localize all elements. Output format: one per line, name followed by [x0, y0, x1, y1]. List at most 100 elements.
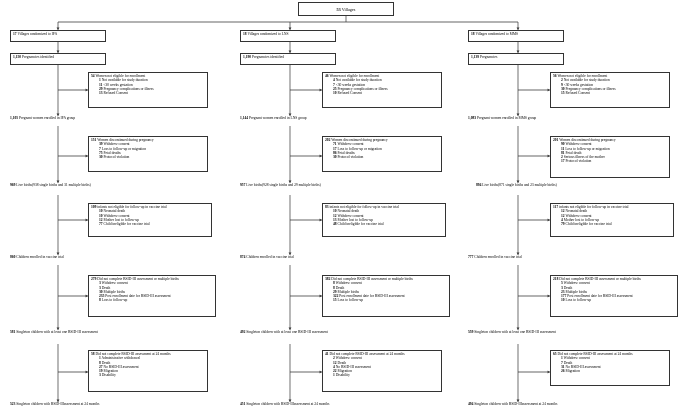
- lns-bsid2-box-item-label: Death: [337, 360, 347, 365]
- mms-bsid2-box-item-label: Death: [563, 360, 573, 365]
- ifa-enrolled-box-count: 1,105: [10, 116, 19, 120]
- lns-vaccine-box: 874 Children enrolled in vaccine trial: [240, 255, 360, 265]
- lns-ineligible-box-item-count: 48: [333, 222, 337, 227]
- lns-pregnancies-box: 1,190 Pregnancies identified: [240, 53, 336, 65]
- lns-ineligible-box-item-label: Neonatal death: [337, 209, 360, 214]
- ifa-final-box-label-cont: assessment at 24 months: [63, 402, 100, 406]
- lns-excluded-box-item-label: <30 weeks gestation: [335, 82, 366, 87]
- lns-ineligible-box-item-count: 13: [333, 217, 337, 222]
- lns-bsid2-box-item-label: Withdrew consent: [335, 356, 362, 361]
- lns-bsid1-box: 382 Did not complete BSID-III assessment…: [322, 275, 450, 317]
- mms-discontinued-box-item: 11 Loss to follow-up or migration: [553, 147, 667, 151]
- ifa-bsid1-box-count: 279: [91, 277, 97, 281]
- mms-pregnancies-box-count: 1,139: [471, 55, 480, 59]
- mms-births-box-detail: (871 single births and 23 multiple birth…: [497, 183, 557, 187]
- mms-excluded-box-label: Women not eligible for enrollment: [557, 74, 608, 78]
- ifa-discontinued-box-item-count: 39: [99, 142, 103, 147]
- lns-discontinued-box-item: 30 Protocol violation: [325, 155, 439, 159]
- lns-ineligible-box-item: 10 Neonatal death: [325, 209, 443, 213]
- ifa-discontinued-box-count: 151: [91, 138, 97, 142]
- ifa-discontinued-box-item-count: 75: [99, 150, 103, 155]
- lns-ineligible-box-item-label: Mother lost to follow-up: [337, 217, 373, 222]
- lns-singleton-box-label-cont: III assessment: [307, 330, 328, 334]
- mms-excluded-box-item-label: Pregnancy complications or illness: [565, 86, 616, 91]
- ifa-vaccine-box: 860 Children enrolled in vaccine trial: [10, 255, 130, 265]
- lns-bsid2-box-item: 2 Withdrew consent: [325, 356, 439, 360]
- lns-births-box-label: Live births: [246, 183, 262, 187]
- lns-bsid2-box-item-count: 12: [333, 360, 337, 365]
- top-villages-count: 53: [336, 7, 341, 12]
- mms-randomized-box-label: Villages randomized to MMS: [475, 32, 519, 36]
- lns-births-box: 957 Live births(928 single births and 29…: [240, 183, 370, 195]
- mms-bsid2-box-item-label: Withdrew consent: [563, 356, 590, 361]
- lns-discontinued-box-item: 17 Loss to follow-up or migration: [325, 147, 439, 151]
- mms-ineligible-box-item-label: Neonatal death: [565, 209, 588, 214]
- ifa-discontinued-box-item: 39 Withdrew consent: [91, 142, 205, 146]
- ifa-bsid1-box-item: 235 Post enrollment date for BSID-III as…: [91, 294, 213, 298]
- top-villages-box: 53 Villages: [298, 2, 394, 16]
- lns-discontinued-box-item-count: 30: [333, 155, 337, 160]
- mms-bsid1-box: 218 Did not complete BSID-III assessment…: [550, 275, 678, 317]
- mms-final-box-label-cont: assessment at 24 months: [521, 402, 558, 406]
- lns-bsid1-box-item: 8 Withdrew consent: [325, 281, 447, 285]
- ifa-final-box-label: Singleton children with BSID-III: [16, 402, 64, 406]
- mms-excluded-box-item: 15 Refused Consent: [553, 91, 667, 95]
- lns-bsid2-box-count: 41: [325, 352, 329, 356]
- ifa-pregnancies-box-count: 1,150: [13, 55, 22, 59]
- ifa-bsid1-box-item-label: Withdrew consent: [101, 281, 128, 286]
- mms-discontinued-box-item-label: Loss to follow-up or migration: [565, 146, 610, 151]
- mms-ineligible-box-item: 12 Neonatal death: [553, 209, 671, 213]
- lns-enrolled-box: 1,144 Pregnant women enrolled in LNS gro…: [240, 116, 360, 126]
- lns-bsid2-box: 41 Did not complete BSID-III assessment …: [322, 350, 442, 392]
- mms-discontinued-box-label: Women discontinued during pregnancy: [559, 138, 616, 142]
- lns-ineligible-box-item-label: Child ineligible for vaccine trial: [337, 222, 384, 227]
- lns-bsid2-box-item-label: Disability: [335, 373, 350, 378]
- lns-ineligible-box-item-count: 10: [333, 209, 337, 214]
- lns-excluded-box-item: 10 Refused Consent: [325, 91, 439, 95]
- mms-bsid1-box-item-count: 177: [561, 294, 567, 299]
- ifa-bsid1-box-item: 30 Multiple births: [91, 290, 213, 294]
- ifa-ineligible-box-label: infants not eligible for follow-up in va…: [97, 205, 167, 209]
- lns-bsid2-box-item-label: Migration: [337, 369, 352, 374]
- mms-discontinued-box-item-count: 17: [561, 159, 565, 164]
- ifa-bsid2-box-item-label: Disability: [101, 373, 116, 378]
- ifa-final-box-count: 523: [10, 402, 16, 406]
- mms-bsid2-box-item: 26 Migration: [553, 369, 667, 373]
- lns-bsid1-box-item: 29 Multiple births: [325, 290, 447, 294]
- ifa-bsid2-box-item-label: Death: [101, 360, 111, 365]
- lns-singleton-box-label: Singleton children with at least one BSI…: [246, 330, 308, 334]
- ifa-discontinued-box-label: Women discontinued during pregnancy: [97, 138, 154, 142]
- mms-discontinued-box-item-label: Withdrew consent: [565, 142, 592, 147]
- mms-excluded-box-item: 2 Not available for study duration: [553, 78, 667, 82]
- lns-vaccine-box-label: Children enrolled in vaccine trial: [246, 255, 294, 259]
- lns-final-box: 451 Singleton children with BSID-IIIasse…: [240, 402, 360, 416]
- mms-ineligible-box-item-count: 4: [561, 217, 563, 222]
- lns-bsid1-box-item-label: Withdrew consent: [335, 281, 362, 286]
- mms-excluded-box-item-count: 15: [561, 91, 565, 96]
- ifa-ineligible-box: 109 infants not eligible for follow-up i…: [88, 203, 212, 237]
- ifa-discontinued-box-item: 30 Protocol violation: [91, 155, 205, 159]
- ifa-excluded-box-item-count: 29: [99, 86, 103, 91]
- lns-discontinued-box-item: 71 Withdrew consent: [325, 142, 439, 146]
- mms-ineligible-box-item-label: Withdrew consent: [565, 213, 592, 218]
- lns-excluded-box-item-count: 25: [333, 86, 337, 91]
- mms-vaccine-box-count: 777: [468, 255, 474, 259]
- ifa-excluded-box-label: Women not eligible for enrollment: [95, 74, 146, 78]
- mms-bsid2-box-item: 7 Death: [553, 361, 667, 365]
- ifa-bsid2-box-item-label: Migration: [103, 369, 118, 374]
- mms-bsid1-box-item-label: Withdrew consent: [563, 281, 590, 286]
- mms-excluded-box-item: 30 Pregnancy complications or illness: [553, 87, 667, 91]
- lns-births-box-count: 957: [240, 183, 246, 187]
- lns-ineligible-box-count: 83: [325, 205, 329, 209]
- ifa-bsid2-box-item-label: Administrative withdrawal: [101, 356, 141, 361]
- ifa-excluded-box-item-label: Refused Consent: [103, 91, 128, 96]
- ifa-excluded-box-count: 54: [91, 74, 95, 78]
- mms-pregnancies-box: 1,139 Pregnancies: [468, 53, 564, 65]
- ifa-bsid2-box-item: 27 No BSID-III assessment: [91, 365, 205, 369]
- mms-ineligible-box-count: 117: [553, 205, 559, 209]
- ifa-ineligible-box-item-count: 10: [99, 213, 103, 218]
- ifa-ineligible-box-item-label: Mother lost to follow-up: [103, 217, 139, 222]
